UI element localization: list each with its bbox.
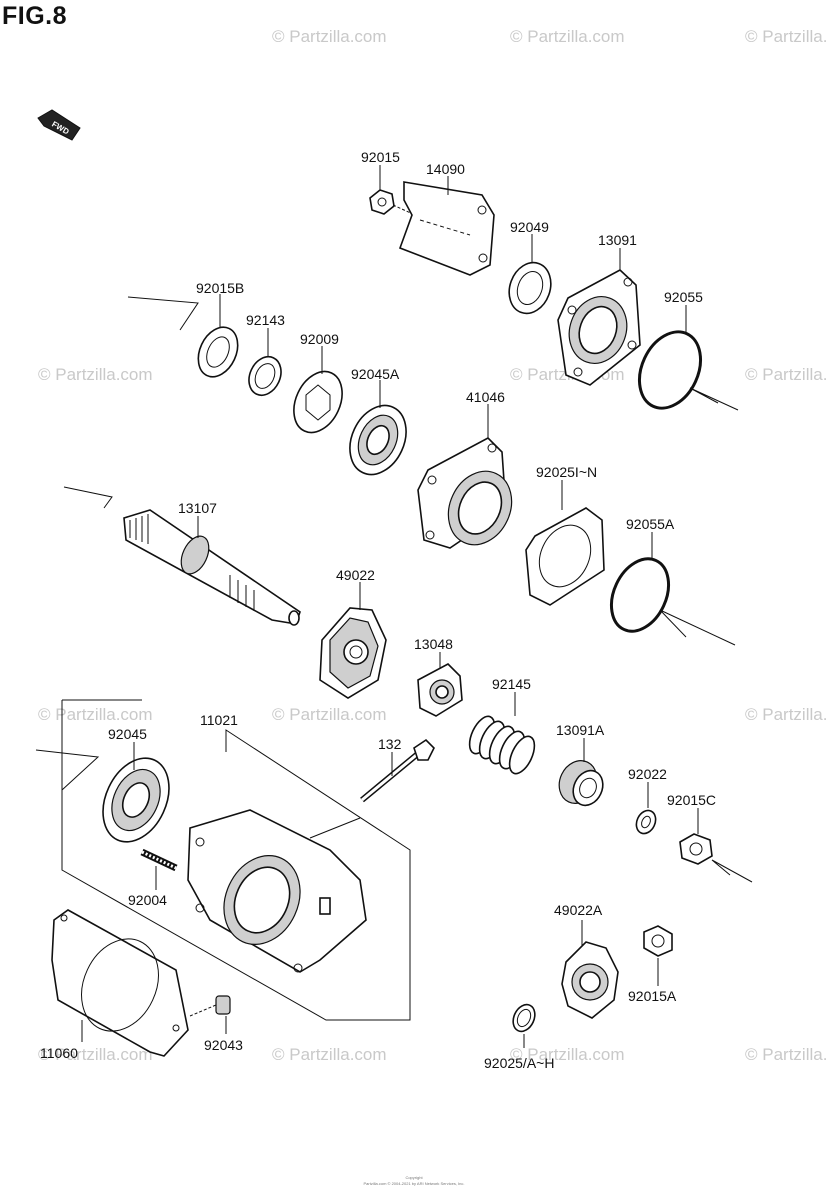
watermark-text: © Partzilla.com bbox=[510, 1045, 625, 1064]
part-11060-gasket bbox=[51, 909, 189, 1057]
part-92009-seal bbox=[293, 346, 343, 434]
label-92043[interactable]: 92043 bbox=[204, 1037, 243, 1053]
label-92015[interactable]: 92015 bbox=[361, 149, 400, 165]
label-49022A[interactable]: 49022A bbox=[554, 902, 603, 918]
label-92049[interactable]: 92049 bbox=[510, 219, 549, 235]
watermark-text: © Partzilla.com bbox=[745, 27, 828, 46]
label-92045[interactable]: 92045 bbox=[108, 726, 147, 742]
watermark-text: © Partzilla.com bbox=[272, 705, 387, 724]
watermark-text: © Partzilla.com bbox=[38, 365, 153, 384]
label-92015A[interactable]: 92015A bbox=[628, 988, 677, 1004]
part-92015B-nut bbox=[197, 294, 239, 378]
label-11021[interactable]: 11021 bbox=[200, 712, 238, 728]
label-92009[interactable]: 92009 bbox=[300, 331, 339, 347]
figure-title: FIG.8 bbox=[2, 2, 68, 30]
watermark-text: © Partzilla.com bbox=[272, 1045, 387, 1064]
watermark-text: © Partzilla.com bbox=[745, 365, 828, 384]
part-92025IN-gasket bbox=[525, 480, 605, 606]
label-92015B[interactable]: 92015B bbox=[196, 280, 244, 296]
label-92145[interactable]: 92145 bbox=[492, 676, 531, 692]
label-92025IN[interactable]: 92025I~N bbox=[536, 464, 597, 480]
part-132-bolt bbox=[360, 738, 435, 803]
part-92015C-nut bbox=[679, 808, 713, 865]
watermark-text: © Partzilla.com bbox=[745, 1045, 828, 1064]
part-11021-case bbox=[187, 809, 367, 973]
part-92025AH-shim bbox=[512, 1003, 536, 1048]
watermark-text: © Partzilla.com bbox=[38, 1045, 153, 1064]
part-92045A-bearing bbox=[349, 380, 407, 476]
label-92022[interactable]: 92022 bbox=[628, 766, 667, 782]
part-14090-bracket bbox=[398, 176, 495, 276]
part-92045-bearing bbox=[102, 742, 170, 843]
part-92015-nut bbox=[369, 165, 416, 216]
direction-pointers bbox=[35, 296, 753, 883]
watermark-text: © Partzilla.com bbox=[510, 27, 625, 46]
copyright-notice: Partzilla.com © 2004-2021 by ARI Network… bbox=[363, 1181, 465, 1186]
part-92055-o-ring bbox=[638, 305, 702, 410]
part-92143-spacer bbox=[248, 328, 282, 397]
label-92045A[interactable]: 92045A bbox=[351, 366, 400, 382]
fwd-arrow-icon: FWD bbox=[37, 109, 81, 141]
part-labels: 92015 14090 92049 13091 92055 92015B 921… bbox=[40, 149, 716, 1071]
label-92015C[interactable]: 92015C bbox=[667, 792, 716, 808]
part-49022A-gear bbox=[561, 920, 619, 1019]
part-92049-seal bbox=[508, 234, 552, 315]
copyright-line: Copyright bbox=[405, 1175, 423, 1180]
part-41046-housing bbox=[417, 404, 513, 549]
watermark-text: © Partzilla.com bbox=[745, 705, 828, 724]
label-13091[interactable]: 13091 bbox=[598, 232, 637, 248]
label-13048[interactable]: 13048 bbox=[414, 636, 453, 652]
label-92143[interactable]: 92143 bbox=[246, 312, 285, 328]
label-13107[interactable]: 13107 bbox=[178, 500, 217, 516]
label-41046[interactable]: 41046 bbox=[466, 389, 505, 405]
part-11021-group-bracket bbox=[61, 699, 411, 1021]
part-92055A-o-ring bbox=[609, 532, 671, 633]
part-13048-coupling bbox=[417, 652, 463, 717]
label-92004[interactable]: 92004 bbox=[128, 892, 167, 908]
label-14090[interactable]: 14090 bbox=[426, 161, 465, 177]
watermark-text: © Partzilla.com bbox=[272, 27, 387, 46]
label-92025AH[interactable]: 92025/A~H bbox=[484, 1055, 554, 1071]
part-92145-spring bbox=[468, 692, 536, 775]
label-132[interactable]: 132 bbox=[378, 736, 402, 752]
part-92043-dowel bbox=[189, 995, 231, 1034]
part-13107-shaft bbox=[123, 509, 301, 626]
part-92015A-nut bbox=[643, 925, 673, 986]
label-49022[interactable]: 49022 bbox=[336, 567, 375, 583]
part-13091A-collar bbox=[558, 738, 604, 807]
part-92022-washer bbox=[635, 782, 657, 835]
part-92004-stud bbox=[140, 848, 178, 890]
label-92055[interactable]: 92055 bbox=[664, 289, 703, 305]
label-13091A[interactable]: 13091A bbox=[556, 722, 605, 738]
label-11060[interactable]: 11060 bbox=[40, 1045, 78, 1061]
part-49022-gear bbox=[319, 582, 387, 699]
label-92055A[interactable]: 92055A bbox=[626, 516, 675, 532]
watermark-text: © Partzilla.com bbox=[38, 705, 153, 724]
part-13091-housing bbox=[557, 248, 641, 386]
